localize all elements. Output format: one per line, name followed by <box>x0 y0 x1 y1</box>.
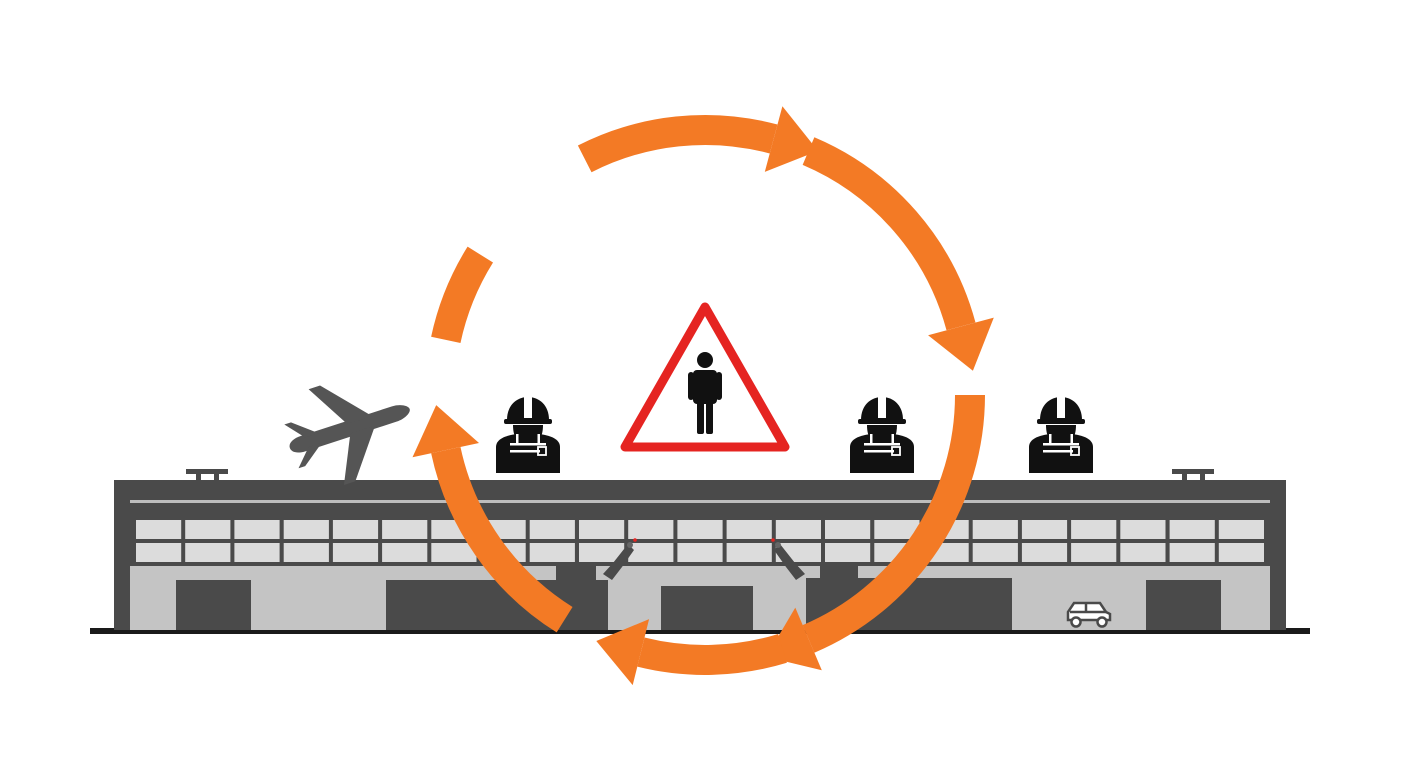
window-pane <box>382 520 428 539</box>
hangar-door <box>176 580 251 630</box>
window-pane <box>1071 520 1117 539</box>
window-pane <box>136 543 182 562</box>
window-pane <box>1120 543 1166 562</box>
window-pane <box>283 520 329 539</box>
cycle-arrow-segment <box>802 394 985 653</box>
window-pane <box>579 543 625 562</box>
hangar-door <box>386 580 608 630</box>
airplane-icon <box>284 385 410 486</box>
hangar-building <box>114 469 1286 630</box>
window-pane <box>332 543 379 562</box>
pedestrian-warning-sign-icon <box>620 302 790 452</box>
construction-worker-icon <box>1029 397 1093 473</box>
wall-edge-right <box>1270 516 1286 630</box>
car-icon <box>1066 601 1112 628</box>
pedestrian-icon <box>688 352 722 434</box>
ground-line <box>90 628 1310 634</box>
cycle-arrow-head <box>596 619 650 686</box>
window-pane <box>529 520 575 539</box>
window-panes <box>136 520 1264 562</box>
window-pane <box>874 520 920 539</box>
cycle-arrow-head <box>928 317 994 371</box>
wall-edge-left <box>114 516 130 630</box>
window-pane <box>677 520 723 539</box>
cycle-arrow-segment <box>431 246 494 344</box>
cycle-arrow-segment <box>431 446 573 633</box>
roof-vent-right <box>1172 469 1214 484</box>
hangar-door <box>1146 580 1221 630</box>
window-pane <box>1021 543 1068 562</box>
window-pane <box>825 520 871 539</box>
window-pane <box>234 543 280 562</box>
window-pane <box>234 520 280 539</box>
cycle-arrow-head <box>764 106 818 172</box>
window-pane <box>185 520 231 539</box>
window-pane <box>1021 520 1068 539</box>
window-pane <box>283 543 329 562</box>
cycle-arrow-head <box>412 405 479 458</box>
window-pane <box>1169 543 1215 562</box>
window-pane <box>1218 543 1264 562</box>
window-pane <box>1120 520 1166 539</box>
roof-trim <box>130 500 1270 503</box>
hangar-door <box>556 564 596 584</box>
window-pane <box>677 543 723 562</box>
window-pane <box>1218 520 1264 539</box>
window-pane <box>775 520 821 539</box>
circular-cycle-arrows <box>412 106 994 686</box>
window-pane <box>1071 543 1117 562</box>
hangar-door <box>661 586 753 630</box>
robot-arm-icon <box>771 538 805 580</box>
cycle-arrow-segment <box>637 633 787 675</box>
window-pane <box>628 543 674 562</box>
window-pane <box>825 543 871 562</box>
window-pane <box>431 543 477 562</box>
window-pane <box>529 543 575 562</box>
window-pane <box>628 520 674 539</box>
cycle-arrow-segment <box>577 115 778 173</box>
window-pane <box>136 520 182 539</box>
roof-vent-left <box>186 469 228 484</box>
roof-band <box>114 480 1286 516</box>
window-pane <box>972 543 1018 562</box>
window-pane <box>1169 520 1215 539</box>
window-pane <box>726 520 772 539</box>
window-pane <box>972 520 1018 539</box>
window-pane <box>332 520 379 539</box>
window-pane <box>726 543 772 562</box>
construction-worker-icon <box>850 397 914 473</box>
window-pane <box>382 543 428 562</box>
window-pane <box>185 543 231 562</box>
robot-arm-icon <box>603 538 637 580</box>
construction-worker-icon <box>496 397 560 473</box>
cycle-arrow-segment <box>802 137 976 331</box>
window-pane <box>579 520 625 539</box>
hangar-door <box>820 564 858 584</box>
